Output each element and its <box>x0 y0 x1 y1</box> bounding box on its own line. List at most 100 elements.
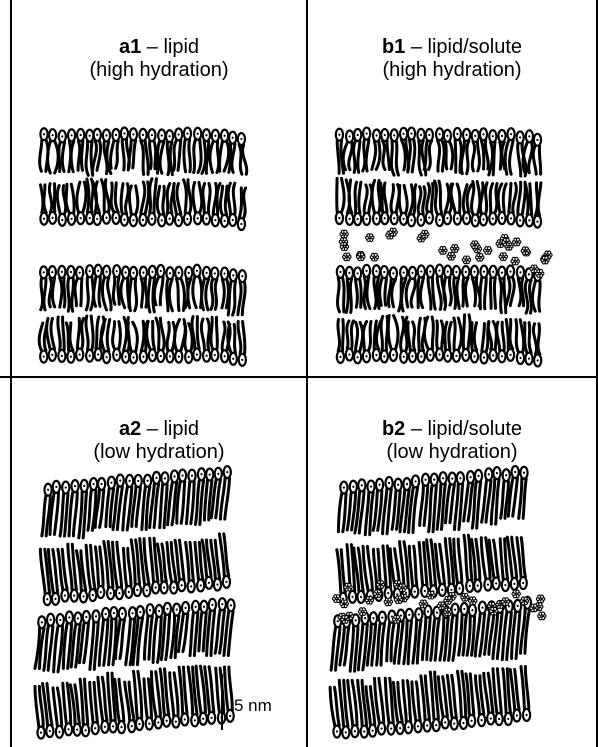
lipid-molecule <box>129 186 137 226</box>
lipid-molecule <box>346 321 354 361</box>
lipid-molecule <box>506 320 514 361</box>
lipid-molecule <box>354 322 363 363</box>
solute-molecule <box>389 228 397 236</box>
lipid-molecule <box>391 129 399 175</box>
lipid-molecule <box>147 321 156 361</box>
lipid-molecule <box>453 266 460 308</box>
lipid-molecule <box>451 184 461 225</box>
lipid-molecule <box>338 482 347 532</box>
lipid-molecule <box>47 129 58 173</box>
solute-molecule <box>344 583 352 591</box>
solute-molecule <box>447 252 455 260</box>
lipid-molecule <box>330 687 340 737</box>
lipid-molecule <box>517 266 524 305</box>
lipid-molecule <box>424 317 434 361</box>
lipid-molecule <box>140 267 147 307</box>
solute-molecule <box>471 241 479 249</box>
lipid-molecule <box>337 320 344 363</box>
lipid-molecule <box>77 129 84 170</box>
solute-molecule <box>469 597 477 605</box>
lipid-molecule <box>211 267 218 309</box>
lipid-molecule <box>372 180 380 224</box>
panel-a1: a1 – lipid (high hydration) <box>12 0 306 376</box>
lipid-molecule <box>381 316 388 362</box>
lipid-molecule <box>409 546 418 597</box>
lipid-molecule <box>413 608 422 663</box>
lipid-molecule <box>94 265 102 307</box>
solute-molecule <box>370 253 378 261</box>
lipid-molecule <box>363 322 371 363</box>
lipid-molecule <box>166 130 173 174</box>
lipid-molecule <box>58 549 69 601</box>
lipid-molecule <box>373 321 381 361</box>
lipid-molecule <box>421 676 431 732</box>
lipid-molecule <box>533 324 541 367</box>
lipid-molecule <box>505 128 514 174</box>
lipid-molecule <box>229 132 237 173</box>
lipid-molecule <box>424 129 433 170</box>
lipid-molecule <box>404 609 413 664</box>
lipid-molecule <box>102 266 111 310</box>
solute-molecule <box>513 238 521 246</box>
lipid-molecule <box>412 682 422 732</box>
lipid-molecule <box>148 129 155 169</box>
panel-b2-bilayer-drawing <box>308 378 596 747</box>
lipid-molecule <box>408 322 416 362</box>
lipid-molecule <box>507 183 516 224</box>
lipid-molecule <box>179 667 188 725</box>
lipid-molecule <box>156 318 164 362</box>
lipid-molecule <box>148 179 156 225</box>
lipid-molecule <box>93 129 101 171</box>
solute-molecule <box>462 256 470 264</box>
lipid-molecule <box>111 183 119 224</box>
lipid-molecule <box>506 265 514 305</box>
lipid-molecule <box>57 186 66 226</box>
lipid-molecule <box>121 184 129 226</box>
solute-molecule <box>444 597 452 605</box>
lipid-molecule <box>400 317 407 363</box>
lipid-molecule <box>185 267 192 308</box>
lipid-molecule <box>346 180 353 225</box>
lipid-molecule <box>388 267 397 306</box>
solute-molecule <box>384 598 392 606</box>
lipid-molecule <box>47 318 56 361</box>
lipid-molecule <box>173 184 182 227</box>
solute-molecule <box>499 253 507 261</box>
lipid-molecule <box>472 182 480 227</box>
lipid-molecule <box>436 321 443 361</box>
lipid-molecule <box>462 315 470 361</box>
lipid-molecule <box>388 316 398 361</box>
lipid-molecule <box>516 320 524 364</box>
lipid-molecule <box>489 184 497 225</box>
solute-molecule <box>333 595 341 603</box>
lipid-molecule <box>238 133 247 174</box>
lipid-molecule <box>238 322 246 366</box>
solute-molecule <box>439 247 447 255</box>
lipid-molecule <box>76 318 84 360</box>
lipid-molecule <box>139 129 148 175</box>
lipid-molecule <box>426 184 433 224</box>
lipid-molecule <box>66 184 75 225</box>
solute-molecule <box>530 265 538 273</box>
lipid-molecule <box>521 667 530 721</box>
lipid-molecule <box>174 128 183 170</box>
lipid-molecule <box>128 128 137 167</box>
solute-molecule <box>511 257 519 265</box>
solute-molecule <box>392 616 400 624</box>
lipid-molecule <box>238 270 246 315</box>
panel-b1: b1 – lipid/solute (high hydration) <box>308 0 596 376</box>
lipid-molecule <box>128 322 137 363</box>
lipid-molecule <box>525 184 533 227</box>
lipid-molecule <box>346 267 353 313</box>
lipid-molecule <box>343 130 353 169</box>
lipid-molecule <box>354 129 362 172</box>
lipid-molecule <box>354 267 361 307</box>
lipid-molecule <box>113 322 121 361</box>
solute-molecule <box>437 602 445 610</box>
lipid-molecule <box>238 188 246 230</box>
lipid-molecule <box>194 128 202 173</box>
lipid-molecule <box>221 268 228 308</box>
panel-b1-bilayer-drawing <box>308 0 596 376</box>
lipid-molecule <box>212 183 220 226</box>
lipid-molecule <box>462 266 469 306</box>
